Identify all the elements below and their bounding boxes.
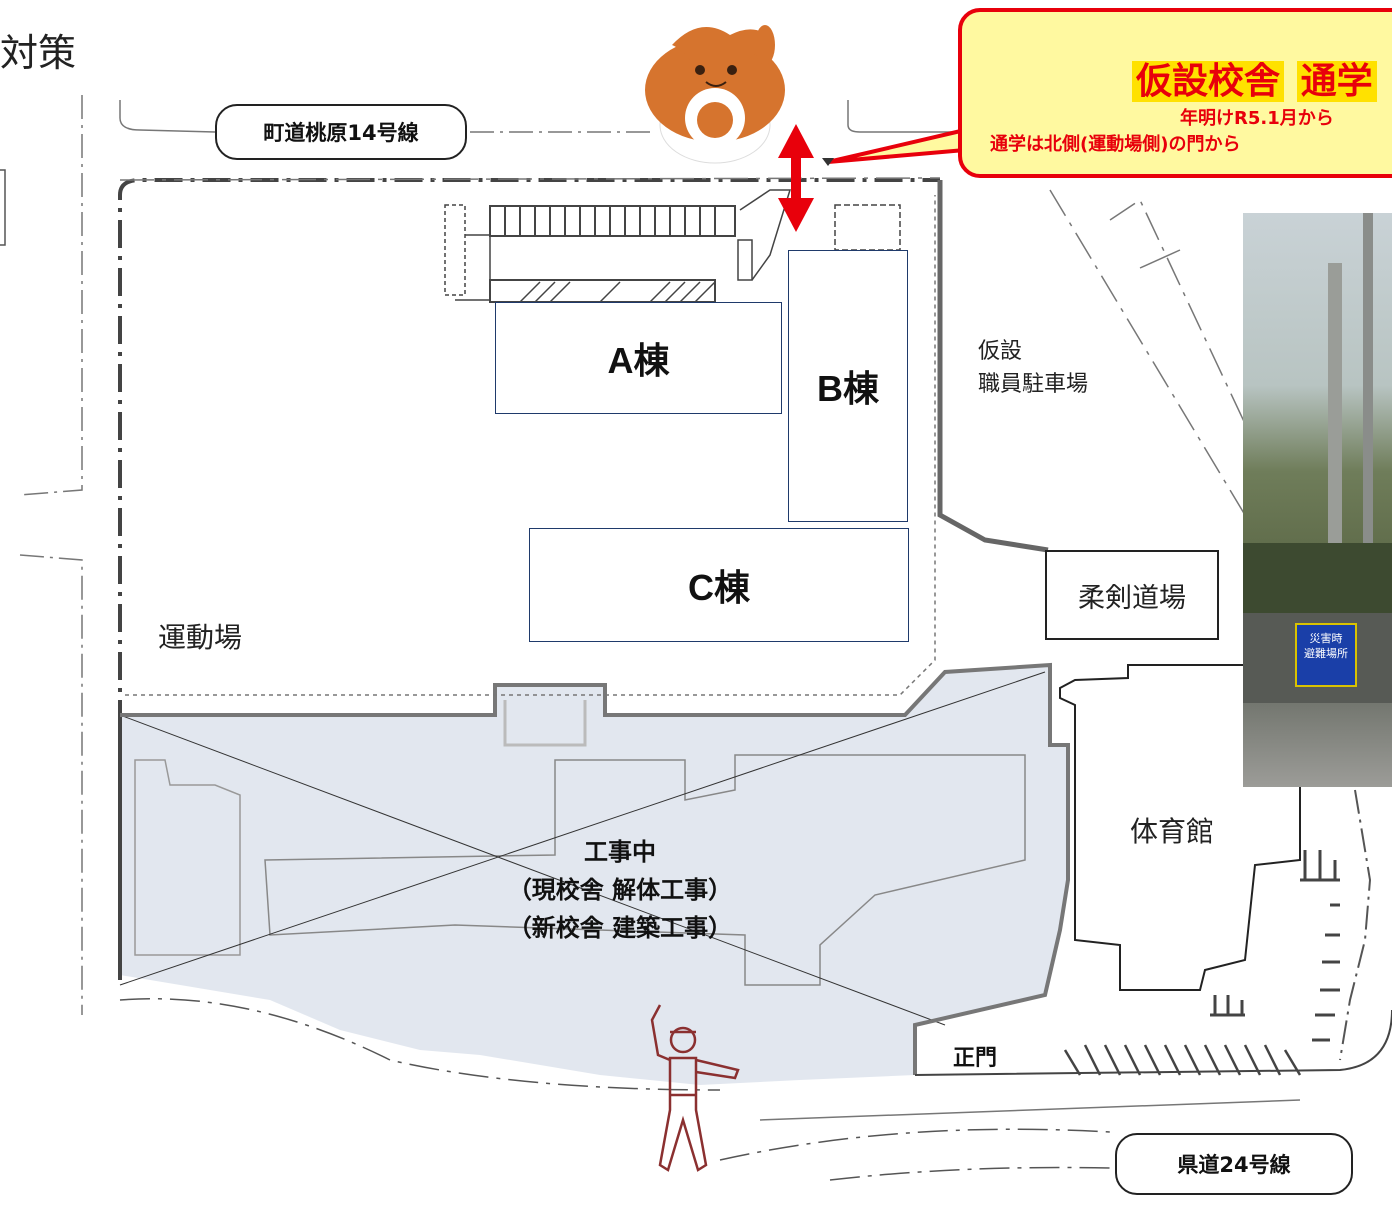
building-a: A棟 bbox=[495, 302, 782, 414]
construction-label: 工事中 （現校舎 解体工事） （新校舎 建築工事） bbox=[470, 833, 770, 947]
sign-line-1: 災害時 bbox=[1309, 632, 1343, 645]
temp-parking-label-1: 仮設 bbox=[978, 339, 1023, 364]
gym-label: 体育館 bbox=[1130, 815, 1215, 848]
east-wall bbox=[937, 180, 1049, 553]
gate-marker bbox=[822, 158, 834, 166]
traffic-guard-icon bbox=[650, 1004, 740, 1172]
temp-parking-label-2: 職員駐車場 bbox=[978, 372, 1089, 397]
west-road-line-2 bbox=[19, 554, 83, 1015]
south-road-line-1 bbox=[119, 998, 721, 1091]
sports-ground-label: 運動場 bbox=[158, 621, 243, 654]
callout-pointer bbox=[826, 128, 967, 164]
prefectural-road-label: 県道24号線 bbox=[1115, 1133, 1353, 1195]
entrance-outline bbox=[503, 700, 587, 747]
old-building-outline bbox=[134, 759, 241, 956]
callout-title: 仮設校舎 通学 bbox=[1132, 52, 1377, 104]
ne-road-line-1 bbox=[1049, 189, 1249, 521]
page-title: 対策 bbox=[0, 31, 77, 75]
mascot-icon bbox=[645, 25, 785, 164]
west-road-line bbox=[19, 95, 83, 496]
cross-line-1 bbox=[119, 714, 946, 1026]
construction-zone bbox=[120, 665, 1068, 1085]
gym-outline bbox=[1059, 664, 1301, 991]
sports-ground-edge bbox=[125, 195, 936, 696]
se-road-line bbox=[1339, 789, 1372, 1061]
south-road-line-2 bbox=[719, 1128, 1111, 1161]
construction-fence bbox=[120, 662, 1070, 1075]
old-building-outline-2 bbox=[264, 754, 1026, 986]
building-b: B棟 bbox=[788, 250, 908, 522]
photo-trees bbox=[1243, 543, 1392, 623]
callout-line-1: 年明けR5.1月から bbox=[1180, 108, 1334, 129]
judo-hall: 柔剣道場 bbox=[1045, 550, 1219, 640]
main-gate-label: 正門 bbox=[953, 1046, 998, 1071]
school-boundary bbox=[118, 178, 940, 920]
ne-road-line-3 bbox=[1139, 249, 1181, 269]
construction-line-1: 工事中 bbox=[584, 838, 656, 866]
cross-line-2 bbox=[119, 671, 1046, 986]
north-road-edge bbox=[119, 177, 941, 181]
sign-line-2: 避難場所 bbox=[1304, 647, 1348, 660]
construction-line-3: （新校舎 建築工事） bbox=[507, 914, 733, 942]
callout-title-part1: 仮設校舎 bbox=[1132, 61, 1285, 102]
gate-hatching bbox=[1063, 1044, 1302, 1076]
photo-pole bbox=[1363, 213, 1373, 573]
construction-line-2: （現校舎 解体工事） bbox=[507, 876, 733, 904]
hatch-strip bbox=[519, 281, 716, 303]
main-road-line bbox=[759, 1099, 1301, 1121]
north-road-line-e bbox=[847, 100, 958, 133]
gate-photo: 災害時 避難場所 bbox=[1243, 213, 1392, 787]
main-road-edge bbox=[914, 1009, 1392, 1076]
callout-title-part2: 通学 bbox=[1296, 61, 1377, 102]
north-road-label: 町道桃原14号線 bbox=[215, 104, 467, 160]
callout-line-2: 通学は北側(運動場側)の門から bbox=[990, 134, 1241, 155]
ne-road-line-2 bbox=[1109, 198, 1249, 431]
north-road-line-w bbox=[119, 100, 216, 133]
commute-callout: 仮設校舎 通学 年明けR5.1月から 通学は北側(運動場側)の門から bbox=[958, 8, 1392, 178]
west-building-edge bbox=[0, 169, 6, 246]
photo-light-pole bbox=[1328, 263, 1342, 593]
evacuation-sign: 災害時 避難場所 bbox=[1295, 623, 1357, 687]
parking-stalls bbox=[1210, 850, 1340, 1042]
building-c: C棟 bbox=[529, 528, 909, 642]
south-road-line-3 bbox=[829, 1166, 1111, 1181]
access-arrow bbox=[778, 124, 814, 232]
